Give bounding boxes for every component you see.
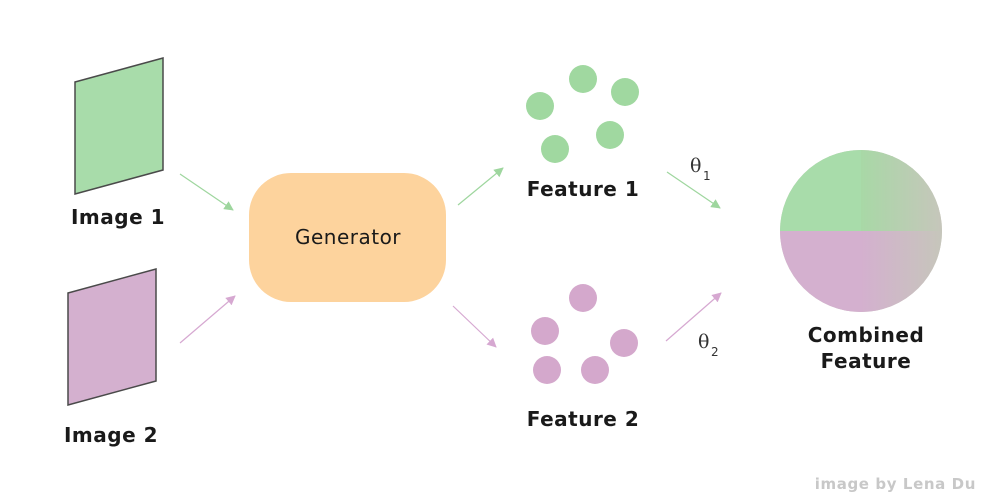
feature2-dot — [610, 329, 638, 357]
feature1-label: Feature 1 — [527, 177, 640, 201]
theta1-subscript: 1 — [703, 169, 711, 183]
theta1-label: θ 1 — [690, 155, 711, 183]
arrow-image2-to-generator — [179, 295, 236, 344]
pie-purple-blend — [861, 231, 942, 312]
feature2-label: Feature 2 — [527, 407, 640, 431]
feature1-dot — [541, 135, 569, 163]
arrow-image1-to-generator — [179, 173, 234, 211]
pie-green-blend — [861, 150, 942, 231]
arrow-generator-to-feature2 — [452, 305, 497, 348]
theta1-symbol: θ — [690, 155, 701, 177]
arrow-feature1-to-combined — [666, 171, 721, 209]
feature1-dot — [611, 78, 639, 106]
image1-shape — [74, 57, 164, 195]
theta2-symbol: θ — [698, 331, 709, 353]
feature2-dot — [531, 317, 559, 345]
pie-purple-region — [780, 231, 861, 312]
feature2-dot — [569, 284, 597, 312]
feature1-dot — [569, 65, 597, 93]
combined-label-line2: Feature — [821, 349, 912, 373]
feature1-dot — [526, 92, 554, 120]
combined-feature-pie — [780, 150, 942, 312]
arrow-generator-to-feature1 — [457, 167, 504, 206]
image1-label: Image 1 — [71, 205, 165, 229]
theta2-label: θ 2 — [698, 331, 719, 359]
feature2-dot — [581, 356, 609, 384]
generator-label: Generator — [295, 225, 401, 249]
feature2-dots — [531, 284, 638, 384]
theta2-subscript: 2 — [711, 345, 719, 359]
feature2-dot — [533, 356, 561, 384]
arrow-feature2-to-combined — [665, 292, 722, 342]
credit-text: image by Lena Du — [815, 475, 976, 493]
image2-label: Image 2 — [64, 423, 158, 447]
image2-shape — [67, 268, 157, 406]
combined-label-line1: Combined — [808, 323, 925, 347]
feature1-dots — [526, 65, 639, 163]
feature1-dot — [596, 121, 624, 149]
generator-box — [249, 173, 446, 302]
pie-green-region — [780, 150, 861, 231]
